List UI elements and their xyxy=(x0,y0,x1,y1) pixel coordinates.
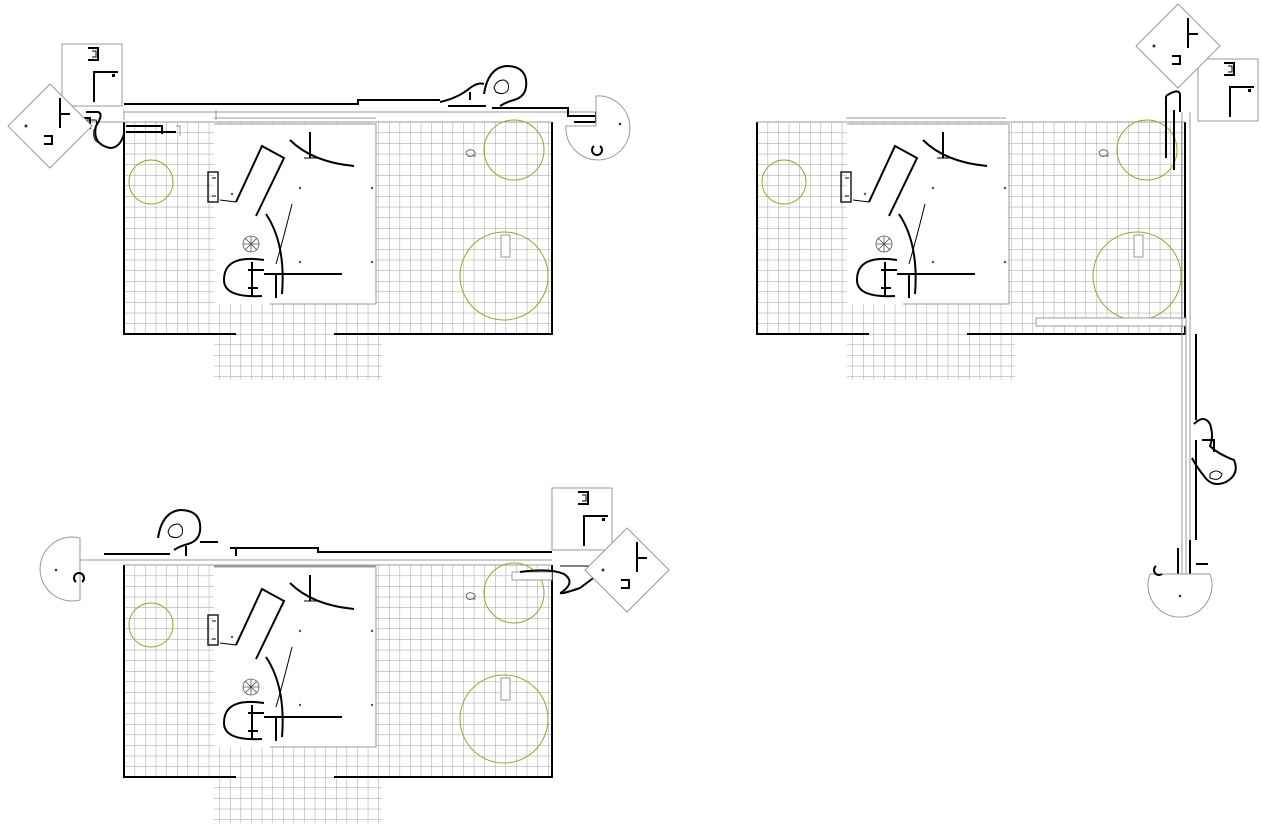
plan-c xyxy=(756,3,1259,618)
plan-a xyxy=(7,43,631,381)
plan-b xyxy=(39,487,670,824)
